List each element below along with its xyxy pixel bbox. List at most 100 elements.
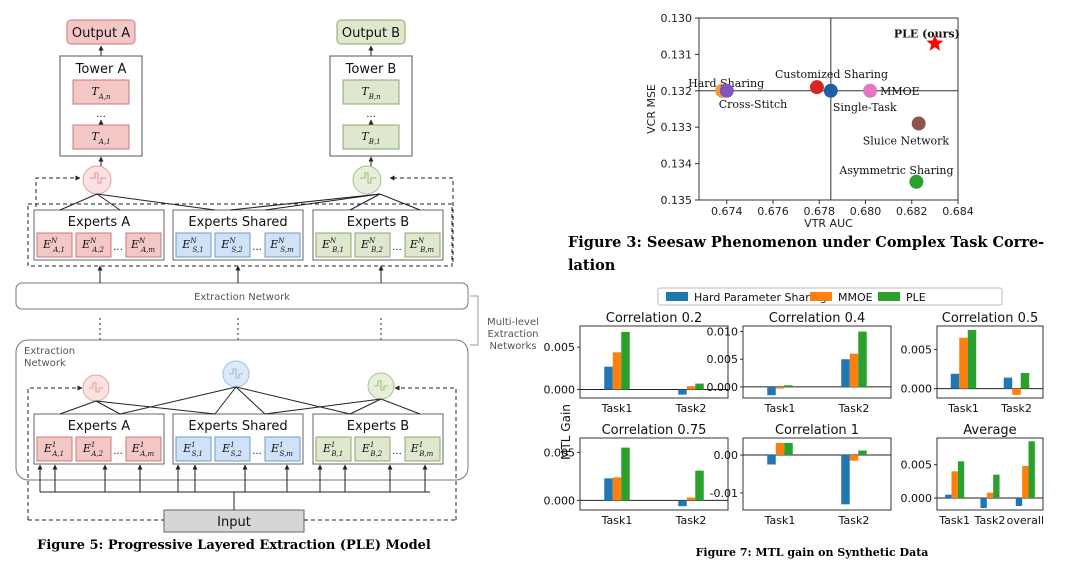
y-tick-label: 0.000	[544, 384, 576, 397]
y-tick-label: 0.133	[661, 121, 693, 134]
dashed-connector	[394, 385, 457, 470]
multi-level-label: Multi-level	[487, 317, 539, 328]
bar	[678, 389, 687, 395]
scatter-point-star	[926, 34, 944, 51]
y-tick-label: 0.132	[661, 85, 693, 98]
gate-symbol-icon	[229, 368, 243, 379]
dashed-connector	[389, 175, 454, 262]
tower-bottom-unit	[342, 124, 400, 150]
bracket-line	[470, 295, 479, 346]
connector-line	[96, 193, 121, 211]
gate-icon	[82, 165, 112, 195]
bar	[686, 386, 696, 390]
point-label: Asymmetric Sharing	[838, 164, 953, 177]
y-tick-label: 0.000	[901, 492, 933, 505]
expert-ellipsis: ...	[252, 242, 262, 253]
expert-ellipsis: ...	[113, 242, 123, 253]
connector-line	[229, 193, 381, 211]
legend-swatch	[878, 292, 900, 301]
point-label: Hard Sharing	[688, 77, 764, 90]
bar	[612, 352, 622, 390]
bar	[858, 450, 867, 456]
expert-cell	[354, 232, 391, 258]
y-tick-label: 0.000	[707, 381, 739, 394]
bar	[784, 442, 793, 456]
expert-cell	[354, 436, 391, 462]
point-label: PLE (ours)	[894, 27, 960, 40]
x-tick-label: 0.678	[804, 205, 836, 218]
dashed-outline	[27, 203, 453, 267]
expert-group-label: Experts B	[347, 215, 409, 230]
output-label: Output B	[342, 26, 400, 41]
x-tick-label: overall	[1007, 514, 1044, 527]
subplot-title: Correlation 1	[775, 423, 859, 438]
expert-group-label: Experts Shared	[188, 419, 287, 434]
gate-symbol-icon	[89, 382, 103, 393]
extraction-network-small-label: Network	[24, 358, 66, 369]
point-label: Cross-Stitch	[719, 98, 787, 111]
gate-symbol-icon	[360, 172, 376, 184]
x-axis-label: VTR AUC	[804, 217, 853, 230]
connector-line	[264, 398, 382, 415]
subplot-title: Correlation 0.5	[942, 311, 1039, 326]
expert-cell	[75, 232, 112, 258]
legend-label: PLE	[906, 291, 926, 304]
tower-dots: ...	[366, 109, 376, 120]
figure-3-caption-line2: lation	[568, 257, 616, 274]
expert-cell	[125, 436, 162, 462]
bar	[1028, 441, 1035, 498]
extraction-network-bar	[15, 282, 469, 310]
output-box	[336, 19, 406, 45]
y-axis-label: MTL Gain	[559, 404, 573, 460]
x-tick-label: 0.674	[711, 205, 743, 218]
tower-top-unit	[342, 79, 400, 105]
subplot-title: Correlation 0.4	[769, 311, 866, 326]
expert-group-label: Experts Shared	[188, 215, 287, 230]
expert-cell	[75, 436, 112, 462]
expert-group-label: Experts A	[68, 215, 131, 230]
bar	[621, 447, 630, 501]
bar	[695, 383, 704, 390]
y-tick-label: 0.005	[901, 459, 933, 472]
scatter-point	[809, 80, 824, 95]
plot-frame	[698, 17, 959, 201]
y-tick-label: 0.010	[707, 326, 739, 339]
expert-ellipsis: ...	[252, 446, 262, 457]
connector-line	[59, 193, 98, 211]
y-tick-label: 0.005	[544, 446, 576, 459]
figure-3-caption-line1: Figure 3: Seesaw Phenomenon under Comple…	[568, 234, 1044, 251]
bar	[1015, 498, 1023, 506]
gate-icon	[352, 165, 382, 195]
bar	[621, 331, 630, 390]
connector-line	[59, 400, 97, 415]
multi-level-label: Networks	[490, 341, 537, 352]
legend-label: Hard Parameter Sharing	[694, 291, 827, 304]
bar	[767, 455, 776, 465]
bar	[951, 471, 958, 498]
tower-bottom-unit	[72, 124, 130, 150]
bar	[858, 331, 867, 387]
x-tick-label: 0.680	[850, 205, 882, 218]
y-tick-label: 0.000	[544, 494, 576, 507]
expert-cell	[175, 232, 212, 258]
tower-label: Tower A	[75, 62, 127, 77]
y-tick-label: -0.01	[710, 487, 738, 500]
x-tick-label: 0.676	[757, 205, 789, 218]
y-tick-label: 0.130	[661, 12, 693, 25]
expert-cell	[264, 232, 301, 258]
point-label: Customized Sharing	[775, 68, 888, 81]
x-tick-label: Task1	[764, 402, 796, 415]
connector-line	[95, 400, 216, 415]
y-tick-label: 0.00	[714, 449, 739, 462]
legend-swatch	[810, 292, 832, 301]
